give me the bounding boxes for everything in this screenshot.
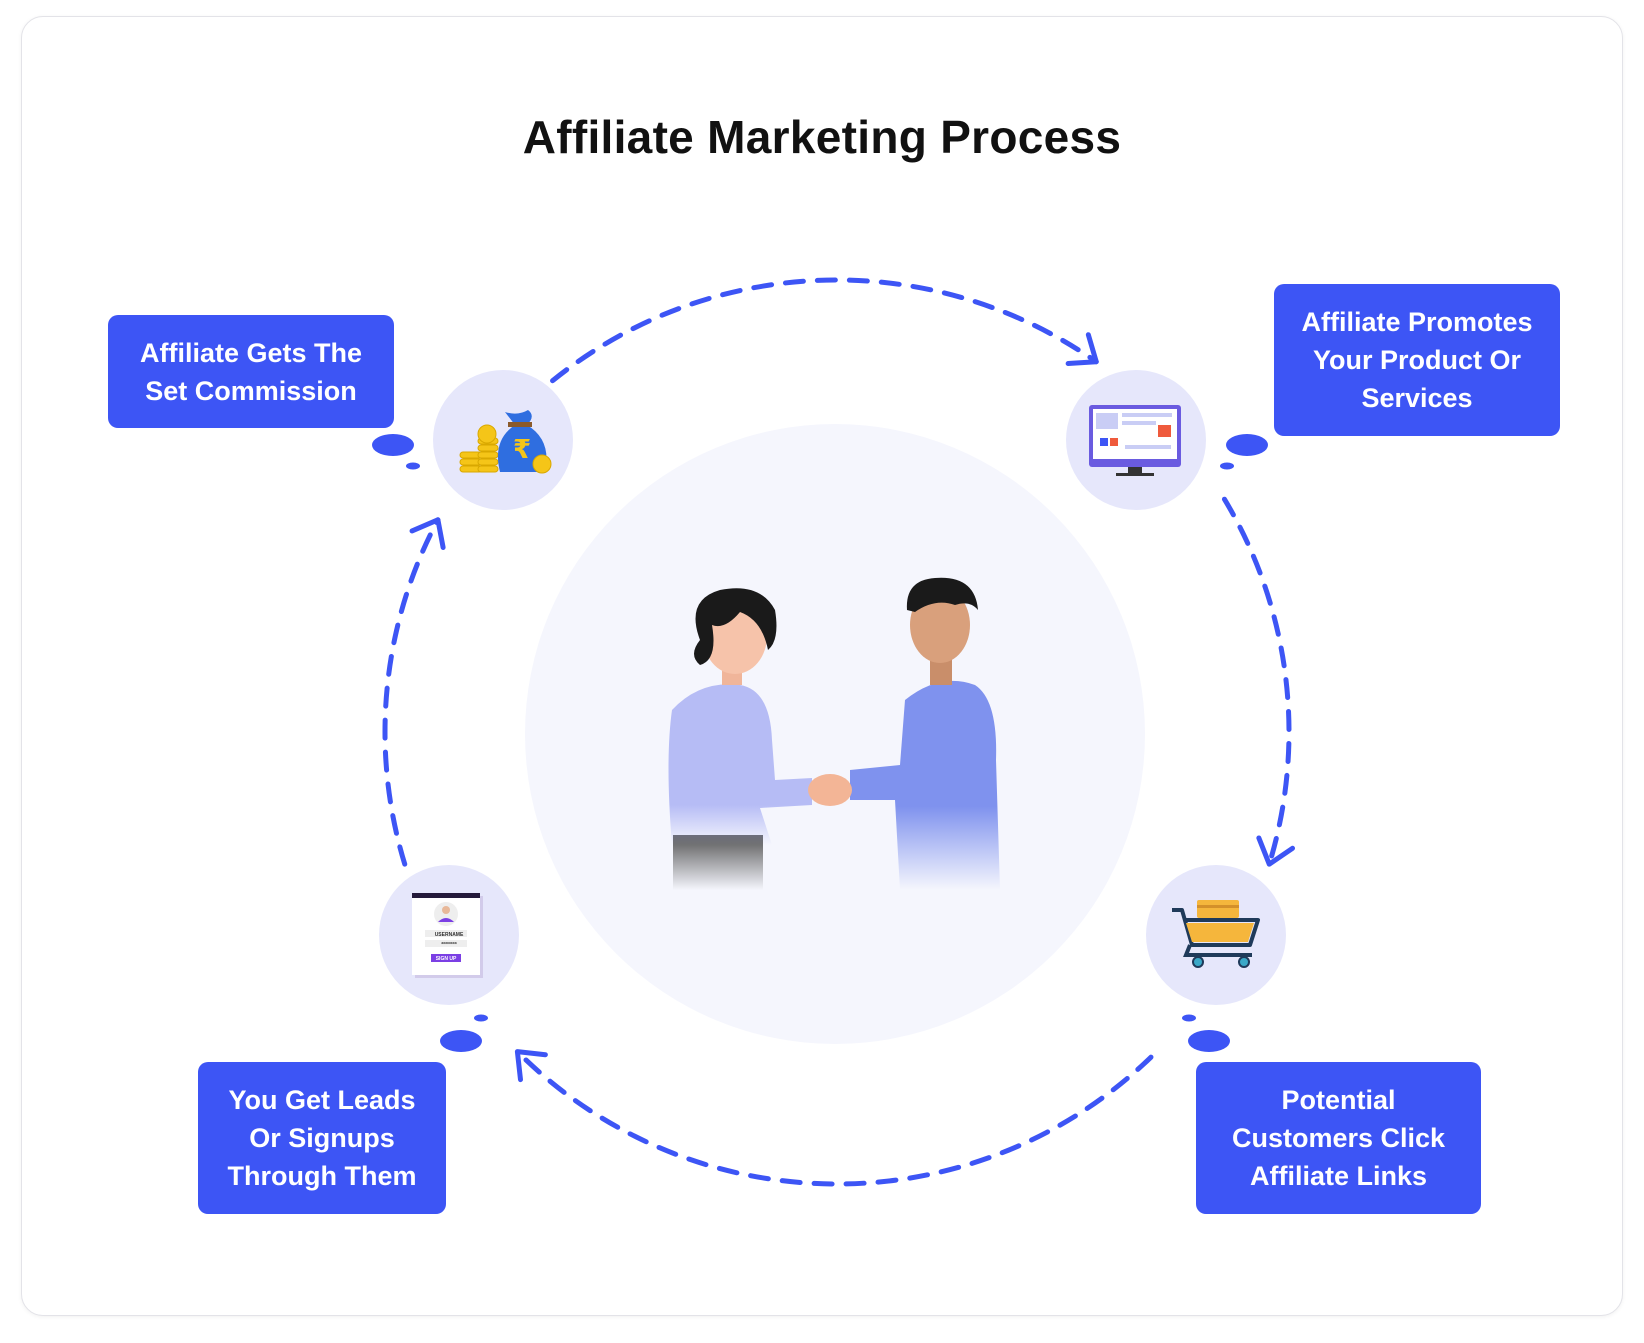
bubble-dot	[372, 434, 414, 456]
dashed-arc	[1221, 496, 1292, 867]
step-customers-click-box: Potential Customers Click Affiliate Link…	[1196, 1062, 1481, 1214]
shopping-cart-icon	[1146, 865, 1286, 1005]
signup-button: SIGN UP	[436, 956, 457, 962]
diagram-title: Affiliate Marketing Process	[522, 111, 1122, 163]
bubble-dot	[406, 462, 420, 470]
dashed-arc	[514, 1049, 1154, 1187]
signup-form-icon: USERNAME ******** SIGN UP	[379, 865, 519, 1005]
money-bag-icon: ₹	[433, 370, 573, 510]
password-field: ********	[441, 942, 457, 948]
bubble-dot	[1220, 462, 1234, 470]
handshake-illustration	[668, 577, 1000, 890]
bubble-dot	[1188, 1030, 1230, 1052]
monitor-icon	[1066, 370, 1206, 510]
username-field: USERNAME	[435, 932, 464, 938]
arrowhead-icon	[1256, 835, 1296, 867]
bubble-dot	[440, 1030, 482, 1052]
step-promotes-box: Affiliate Promotes Your Product Or Servi…	[1274, 284, 1560, 436]
bubble-dot	[1182, 1014, 1196, 1022]
arrowhead-icon	[1065, 332, 1099, 367]
dashed-arc	[550, 277, 1099, 384]
dashed-arc	[382, 517, 441, 867]
arrowhead-icon	[514, 1049, 548, 1083]
bubble-dot	[474, 1014, 488, 1022]
step-commission-box: Affiliate Gets The Set Commission	[108, 315, 394, 428]
step-leads-box: You Get Leads Or Signups Through Them	[198, 1062, 446, 1214]
bubble-dot	[1226, 434, 1268, 456]
center-circle	[525, 424, 1145, 1044]
arrowhead-icon	[409, 517, 446, 550]
cycle-arrows	[382, 277, 1296, 1187]
svg-text:₹: ₹	[513, 435, 531, 465]
